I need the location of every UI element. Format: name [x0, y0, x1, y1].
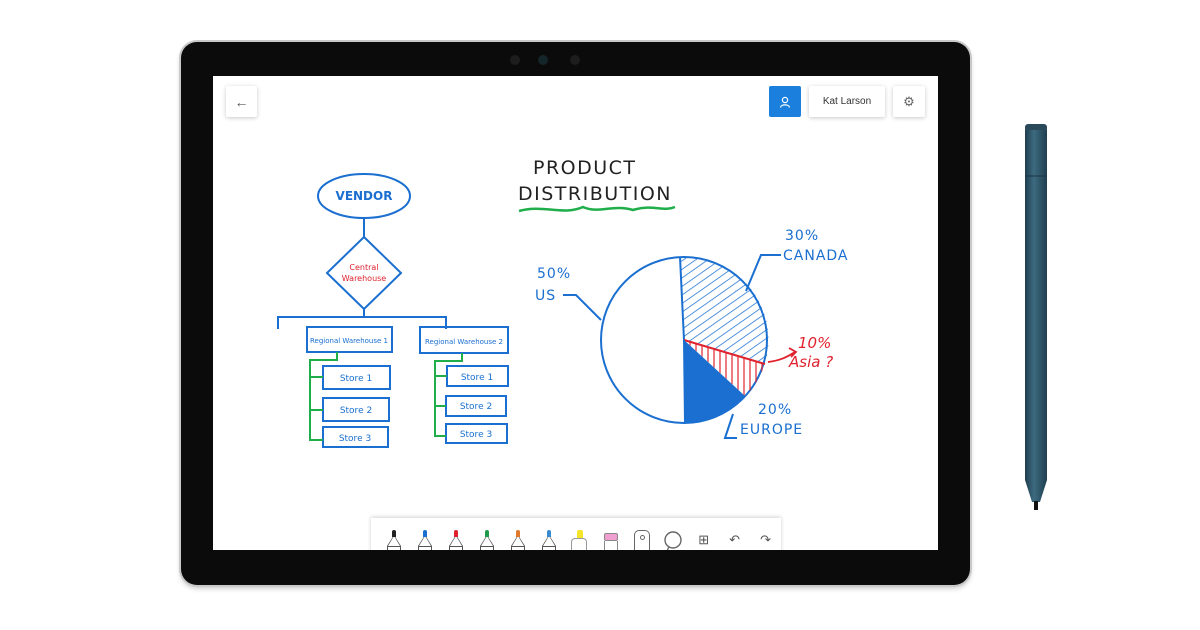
store-left-3: Store 3 [339, 434, 371, 444]
canada-label: CANADA [783, 248, 849, 264]
ruler-icon [633, 530, 650, 550]
camera-lens [538, 55, 548, 65]
tablet-device: VENDOR Central Warehouse Regional Wareho… [181, 42, 970, 585]
undo-icon: ↶ [729, 532, 741, 547]
gear-icon: ⚙ [903, 93, 915, 109]
rainbow-pen-tool[interactable] [503, 524, 534, 550]
camera-sensor [510, 55, 520, 65]
vendor-label: VENDOR [336, 189, 393, 203]
lasso-tool[interactable] [657, 524, 688, 550]
galaxy-pen-tool[interactable] [534, 524, 565, 550]
eraser-icon [603, 530, 618, 550]
lasso-icon [664, 531, 682, 550]
store-right-1: Store 1 [461, 373, 493, 383]
central-label-1: Central [349, 263, 378, 272]
settings-button[interactable]: ⚙ [893, 86, 925, 117]
store-right-3: Store 3 [460, 430, 492, 440]
galaxy-pen-icon [542, 530, 557, 550]
whiteboard-screen: VENDOR Central Warehouse Regional Wareho… [213, 76, 938, 550]
stylus-pen [1025, 124, 1047, 510]
regional-1-label: Regional Warehouse 1 [310, 337, 388, 345]
camera-sensor [570, 55, 580, 65]
back-arrow-icon: ← [234, 93, 249, 110]
black-pen-tool[interactable] [379, 524, 410, 550]
asia-label: Asia ? [788, 353, 833, 371]
add-icon: ⊞ [698, 532, 710, 547]
blue-pen-icon [418, 530, 433, 550]
red-pen-icon [449, 530, 464, 550]
canada-percent: 30% [785, 228, 819, 244]
user-name-button[interactable]: Kat Larson [809, 86, 885, 117]
asia-percent: 10% [798, 334, 831, 352]
central-label-2: Warehouse [342, 274, 387, 283]
redo-icon: ↷ [760, 532, 771, 547]
title-line-2: DISTRIBUTION [518, 183, 672, 205]
black-pen-icon [387, 530, 402, 550]
europe-label: EUROPE [740, 422, 803, 438]
store-left-1: Store 1 [340, 374, 372, 384]
title-underline [518, 205, 676, 213]
green-pen-tool[interactable] [472, 524, 503, 550]
title-line-1: PRODUCT [533, 157, 637, 179]
back-button[interactable]: ← [226, 86, 257, 117]
green-pen-icon [480, 530, 495, 550]
user-name: Kat Larson [822, 96, 872, 107]
store-right-2: Store 2 [460, 402, 492, 412]
ink-toolbar: ⊞ ↶ ↷ [371, 518, 781, 550]
undo-button[interactable]: ↶ [719, 524, 750, 550]
red-pen-tool[interactable] [441, 524, 472, 550]
ruler-tool[interactable] [626, 524, 657, 550]
pie-chart [600, 256, 769, 424]
flowchart-connectors [309, 352, 463, 441]
highlighter-tool[interactable] [565, 524, 596, 550]
user-account-button[interactable] [769, 86, 801, 117]
eraser-tool[interactable] [595, 524, 626, 550]
us-label: US [535, 288, 556, 304]
store-left-2: Store 2 [340, 406, 372, 416]
redo-button[interactable]: ↷ [750, 524, 781, 550]
person-icon [779, 96, 791, 108]
europe-percent: 20% [758, 402, 792, 418]
blue-pen-tool[interactable] [410, 524, 441, 550]
regional-2-label: Regional Warehouse 2 [425, 338, 503, 346]
highlighter-icon [570, 530, 589, 550]
rainbow-pen-icon [511, 530, 526, 550]
whiteboard-canvas[interactable]: VENDOR Central Warehouse Regional Wareho… [213, 76, 938, 550]
add-button[interactable]: ⊞ [688, 524, 719, 550]
us-percent: 50% [537, 266, 571, 282]
